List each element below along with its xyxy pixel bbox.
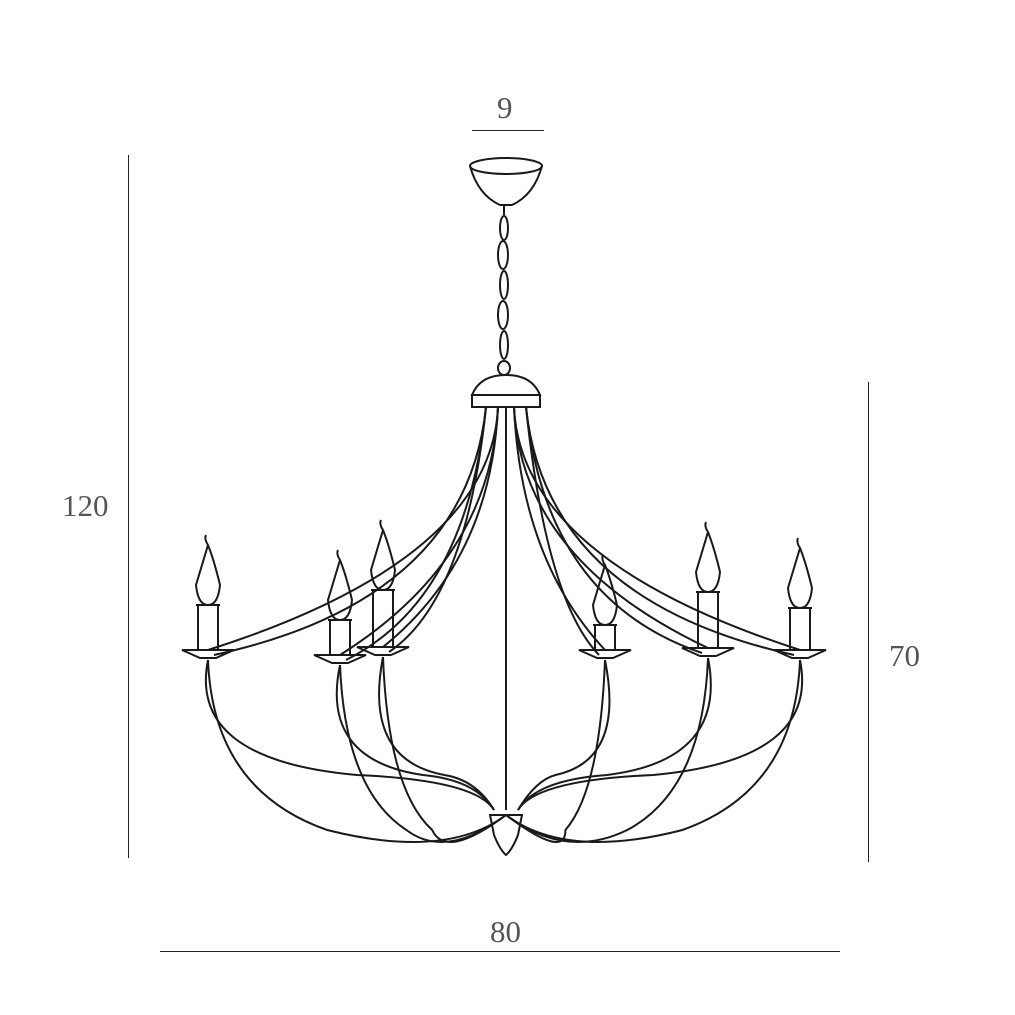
arm-loop [517, 657, 712, 811]
flame-bulb [786, 537, 814, 610]
arm-loop [505, 659, 606, 843]
flame-bulb [694, 521, 722, 594]
candle-sleeve [196, 604, 220, 650]
body-strap [513, 406, 606, 651]
drip-pan [578, 649, 632, 659]
candles [181, 519, 827, 664]
body-top [470, 373, 542, 408]
drip-pan [681, 647, 735, 657]
flame-bulb [369, 519, 397, 592]
body-strap [525, 406, 600, 656]
candle-sleeve [788, 607, 812, 650]
drip-pan [773, 649, 827, 659]
total-height-label: 120 [62, 488, 109, 523]
body-strap [525, 406, 795, 656]
arm-loop [378, 656, 495, 811]
body-strap [339, 406, 499, 656]
canopy-width-line [472, 130, 544, 131]
flame-bulb [591, 554, 619, 627]
body-strap [345, 406, 487, 661]
body-strap [525, 406, 703, 654]
arm-loop [204, 659, 495, 811]
arm-loop [505, 657, 709, 843]
total-width-label: 80 [490, 914, 521, 949]
arm-loop [339, 664, 507, 843]
body-height-line [868, 382, 869, 862]
body-strap [513, 406, 709, 649]
drip-pan [313, 654, 367, 664]
arm-loop [505, 659, 801, 843]
arm-loop [335, 664, 495, 811]
arm-loop [382, 656, 507, 843]
flame-bulb [194, 534, 222, 607]
arms [204, 406, 804, 843]
body-strap [213, 406, 487, 656]
body-strap [207, 406, 499, 651]
body-strap [382, 406, 499, 648]
body-height-label: 70 [889, 638, 920, 673]
drip-pan [181, 649, 235, 659]
canopy [469, 157, 543, 215]
flame-bulb [326, 549, 354, 622]
finial [488, 814, 524, 857]
canopy-width-label: 9 [497, 90, 513, 125]
total-width-line [160, 951, 840, 952]
drip-pan [356, 646, 410, 656]
body-strap [388, 406, 487, 653]
arm-loop [207, 659, 507, 843]
arm-loop [517, 659, 611, 811]
arm-loop [517, 659, 804, 811]
candle-sleeve [593, 624, 617, 650]
total-height-line [128, 155, 129, 858]
body-strap [513, 406, 801, 651]
chain [497, 215, 511, 376]
